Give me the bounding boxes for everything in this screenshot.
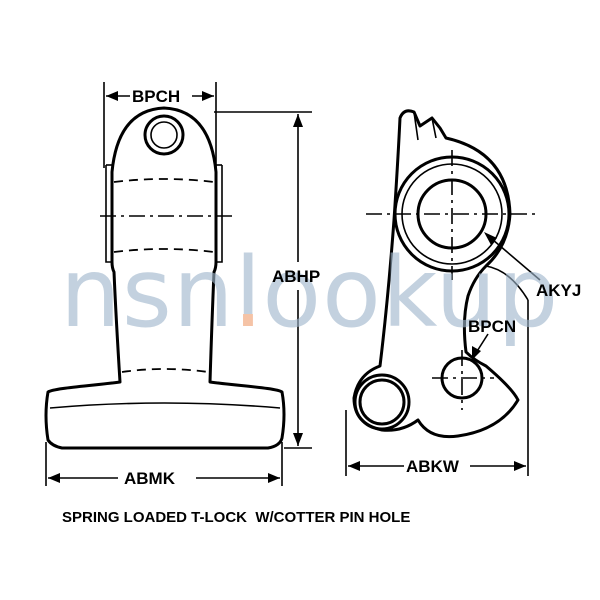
side-view <box>345 109 541 476</box>
base-edge-line <box>49 402 281 409</box>
akyj-leader <box>485 233 541 281</box>
label-bpcn: BPCN <box>468 317 516 336</box>
cotter-pin-hole <box>143 114 185 156</box>
head-relief-right <box>216 165 223 263</box>
watermark: nsnlookup . <box>60 237 559 349</box>
pivot-boss-outer <box>353 373 411 431</box>
watermark-text: nsnlookup <box>60 237 559 349</box>
front-view-outline <box>44 106 286 450</box>
front-view <box>44 82 312 486</box>
head-relief-left <box>105 165 112 263</box>
hidden-bore-bottom <box>113 248 215 253</box>
label-abhp: ABHP <box>272 267 320 286</box>
pivot-boss-inner <box>358 378 406 426</box>
hidden-bore-top <box>113 178 215 183</box>
caption: SPRING LOADED T-LOCK W/COTTER PIN HOLE <box>62 509 410 526</box>
watermark-dot: . <box>233 237 265 349</box>
label-abmk: ABMK <box>124 469 176 488</box>
label-bpch: BPCH <box>132 87 180 106</box>
cotter-pin-hole-inner <box>150 121 178 149</box>
label-akyj: AKYJ <box>536 281 581 300</box>
label-abkw: ABKW <box>406 457 460 476</box>
hidden-spring-line <box>121 368 209 373</box>
